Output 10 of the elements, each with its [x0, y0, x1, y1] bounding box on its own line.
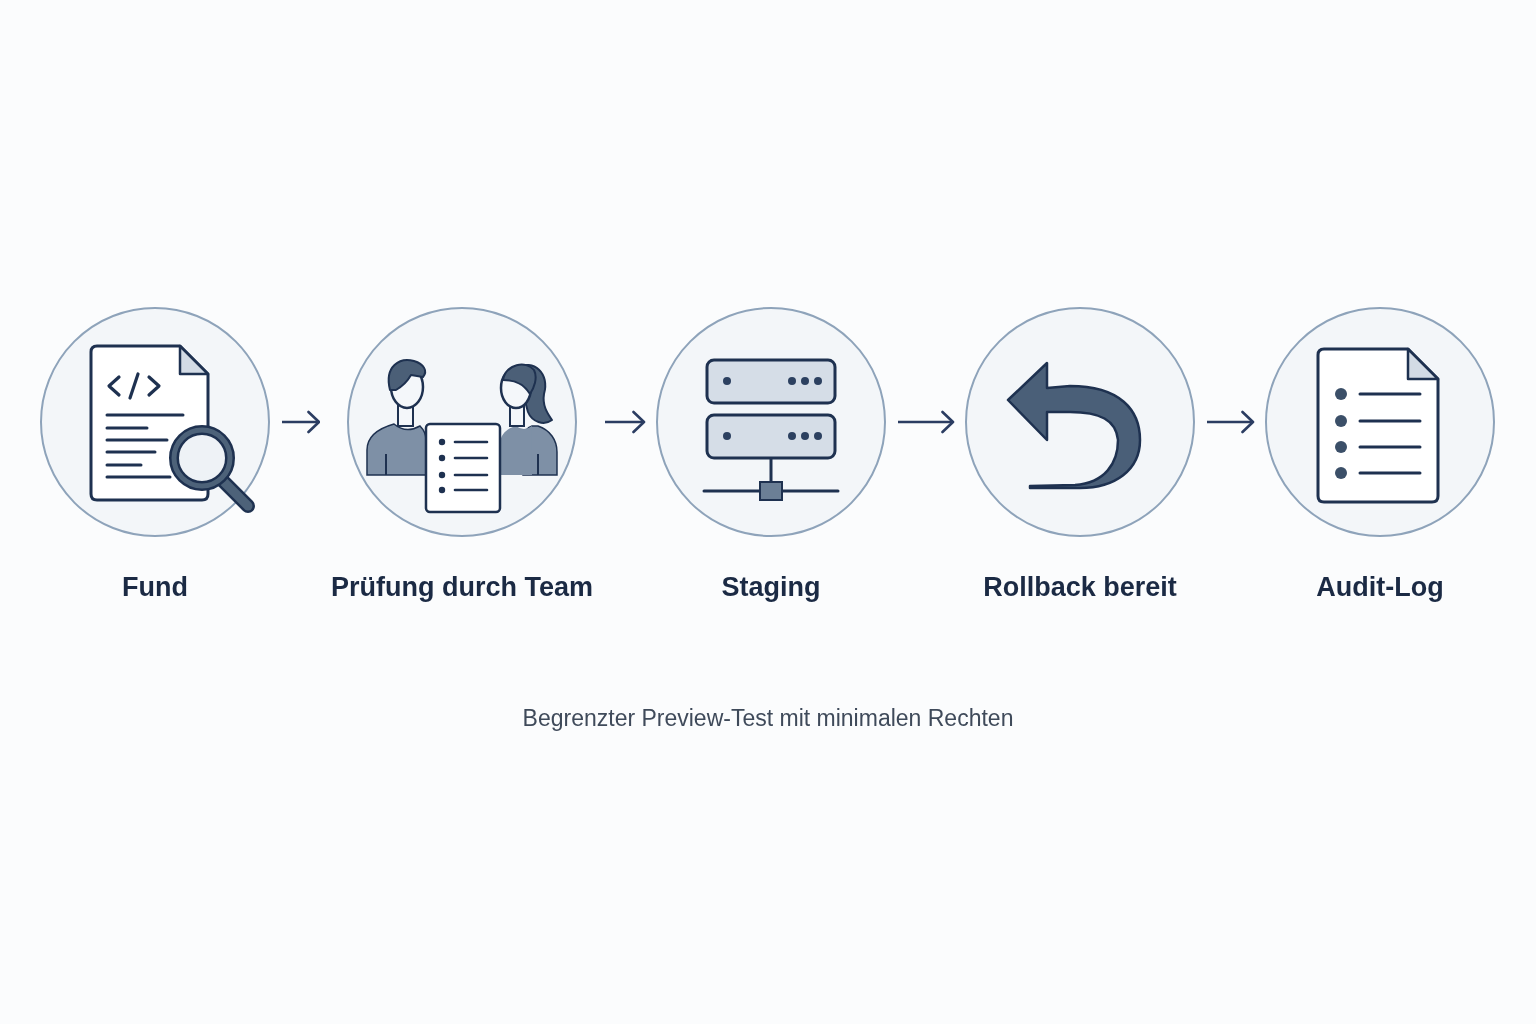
step-label: Rollback bereit	[983, 571, 1177, 603]
arrow	[282, 410, 321, 434]
arrow	[898, 410, 955, 434]
step-label: Audit-Log	[1316, 571, 1444, 603]
step-label: Prüfung durch Team	[331, 571, 593, 603]
caption: Begrenzter Preview-Test mit minimalen Rechten	[522, 704, 1014, 733]
arrow	[605, 410, 646, 434]
step-label: Fund	[122, 571, 188, 603]
arrow	[1207, 410, 1255, 434]
step-label: Staging	[721, 571, 821, 603]
